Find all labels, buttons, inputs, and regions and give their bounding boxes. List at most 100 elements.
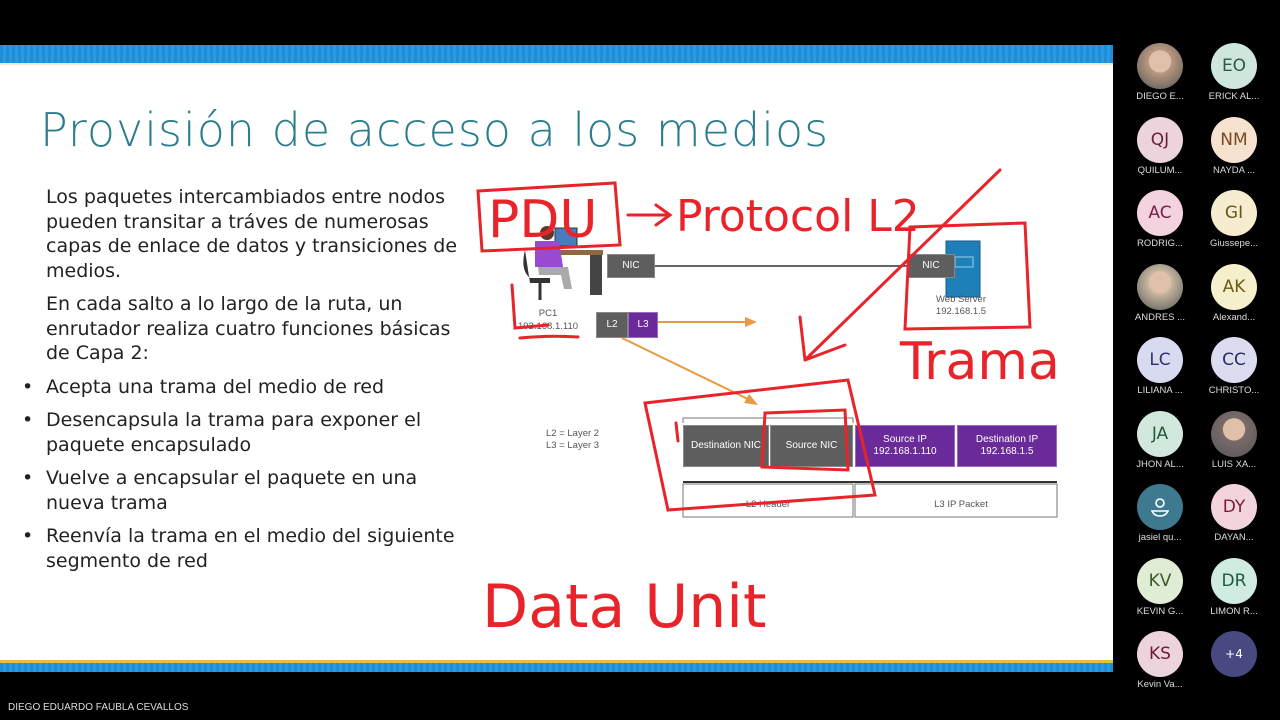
participant-tile[interactable]: jasiel qu...: [1123, 484, 1197, 543]
avatar-initials: AC: [1148, 203, 1172, 223]
avatar[interactable]: QJ: [1137, 116, 1183, 163]
participant-tile[interactable]: LUIS XA...: [1197, 410, 1271, 470]
more-participants-button[interactable]: +4: [1211, 631, 1257, 677]
participant-tile[interactable]: JA JHON AL...: [1123, 410, 1197, 470]
participant-tile[interactable]: KV KEVIN G...: [1123, 557, 1197, 617]
shared-slide: Provisión de acceso a los medios Los paq…: [0, 45, 1113, 672]
server-ip: 192.168.1.5: [935, 306, 987, 317]
guest-user-icon: [1150, 498, 1170, 517]
data-unit-annotation: Data Unit: [482, 572, 766, 642]
dest-ip-label: Destination IP: [975, 434, 1039, 445]
participant-name: KEVIN G...: [1136, 605, 1184, 617]
participant-name: ERICK AL...: [1208, 91, 1260, 102]
slide-title: Provisión de acceso a los medios: [40, 103, 830, 157]
avatar[interactable]: GI: [1211, 190, 1257, 236]
participant-name: JHON AL...: [1136, 458, 1184, 470]
avatar-initials: QJ: [1150, 129, 1170, 150]
presenter-name: DIEGO EDUARDO FAUBLA CEVALLOS: [8, 702, 189, 713]
participant-name: Giussepe...: [1209, 238, 1259, 249]
avatar-initials: GI: [1224, 203, 1244, 223]
avatar-initials: +4: [1225, 647, 1243, 661]
avatar[interactable]: [1137, 263, 1183, 310]
pdu-annotation: PDU: [488, 190, 597, 250]
avatar[interactable]: [1137, 43, 1183, 89]
legend-l3: L3 = Layer 3: [546, 440, 600, 451]
avatar[interactable]: CC: [1211, 337, 1257, 383]
participant-tile[interactable]: ANDRES ...: [1123, 263, 1197, 323]
slide-top-bar: [0, 45, 1113, 65]
source-ip-label: Source IP: [883, 434, 927, 445]
avatar[interactable]: AC: [1137, 190, 1183, 236]
avatar[interactable]: AK: [1211, 263, 1257, 310]
avatar-initials: AK: [1222, 276, 1246, 297]
l2-header-label: L2 Header: [745, 499, 791, 510]
participant-name: DIEGO E...: [1136, 91, 1184, 102]
avatar[interactable]: KV: [1137, 557, 1183, 604]
source-nic-box-ink: [760, 408, 850, 472]
source-ip-value: 192.168.1.110: [873, 446, 937, 457]
avatar-initials: KS: [1149, 644, 1171, 664]
l2-header-box: [682, 483, 854, 518]
participant-name: NAYDA ...: [1212, 164, 1256, 176]
server-name: Web Server: [936, 294, 986, 305]
l2-block: L2: [596, 312, 628, 338]
avatar[interactable]: JA: [1137, 410, 1183, 457]
participant-name: ANDRES ...: [1134, 311, 1186, 323]
frame-source-nic: Source NIC: [770, 425, 853, 467]
legend-l2: L2 = Layer 2: [546, 428, 600, 439]
slide-body: Los paquetes intercambiados entre nodos …: [22, 185, 472, 582]
arrow-head: [745, 317, 757, 327]
avatar-initials: CC: [1222, 350, 1246, 370]
participant-tile[interactable]: QJ QUILUM...: [1123, 116, 1197, 176]
avatar-initials: JA: [1151, 423, 1169, 444]
participant-name: RODRIG...: [1137, 238, 1183, 249]
participant-tile[interactable]: CC CHRISTO...: [1197, 337, 1271, 396]
avatar[interactable]: [1211, 410, 1257, 457]
l3-block: L3: [628, 312, 658, 338]
avatar[interactable]: EO: [1211, 43, 1257, 89]
participant-tile[interactable]: KS Kevin Va...: [1123, 631, 1197, 690]
nic-left: NIC: [607, 254, 655, 278]
avatar[interactable]: KS: [1137, 631, 1183, 677]
pen-annotations: PDU Protocol L2 Trama Data Unit: [476, 168, 1060, 642]
participant-name: Kevin Va...: [1137, 679, 1183, 690]
frame-dest-nic: Destination NIC: [683, 425, 769, 467]
bullet-item: Desencapsula la trama para exponer el pa…: [22, 408, 472, 457]
slide-bottom-bar: [0, 660, 1113, 672]
participant-tile[interactable]: DIEGO E...: [1123, 43, 1197, 102]
avatar-initials: DR: [1221, 570, 1247, 591]
avatar[interactable]: DR: [1211, 557, 1257, 604]
frame-box-ink: [643, 378, 877, 512]
avatar-initials: KV: [1148, 570, 1172, 591]
orange-arrow: [621, 337, 753, 402]
participant-name: QUILUM...: [1137, 164, 1183, 176]
participant-name: LUIS XA...: [1211, 458, 1257, 470]
participant-name: jasiel qu...: [1138, 532, 1182, 543]
server-box-ink: [903, 221, 1032, 331]
pc-name: PC1: [538, 308, 558, 319]
participant-tile[interactable]: +4: [1197, 631, 1271, 677]
arrow-head: [744, 394, 758, 405]
paragraph: Los paquetes intercambiados entre nodos …: [46, 186, 458, 282]
avatar[interactable]: LC: [1137, 337, 1183, 383]
participant-name: CHRISTO...: [1208, 385, 1260, 396]
participant-tile[interactable]: EO ERICK AL...: [1197, 43, 1271, 102]
big-arrow-ink: [798, 168, 1002, 362]
frame-dest-ip: Destination IP 192.168.1.5: [957, 425, 1057, 467]
pdu-box-ink: [476, 181, 622, 253]
avatar-initials: EO: [1221, 56, 1247, 76]
arrow-ink: [626, 203, 673, 227]
participant-tile[interactable]: AC RODRIG...: [1123, 190, 1197, 249]
dest-ip-value: 192.168.1.5: [980, 446, 1034, 457]
tick-ink: [674, 421, 680, 443]
avatar[interactable]: DY: [1211, 484, 1257, 530]
avatar[interactable]: [1137, 484, 1183, 530]
avatar[interactable]: NM: [1211, 116, 1257, 163]
participant-tile[interactable]: GI Giussepe...: [1197, 190, 1271, 249]
